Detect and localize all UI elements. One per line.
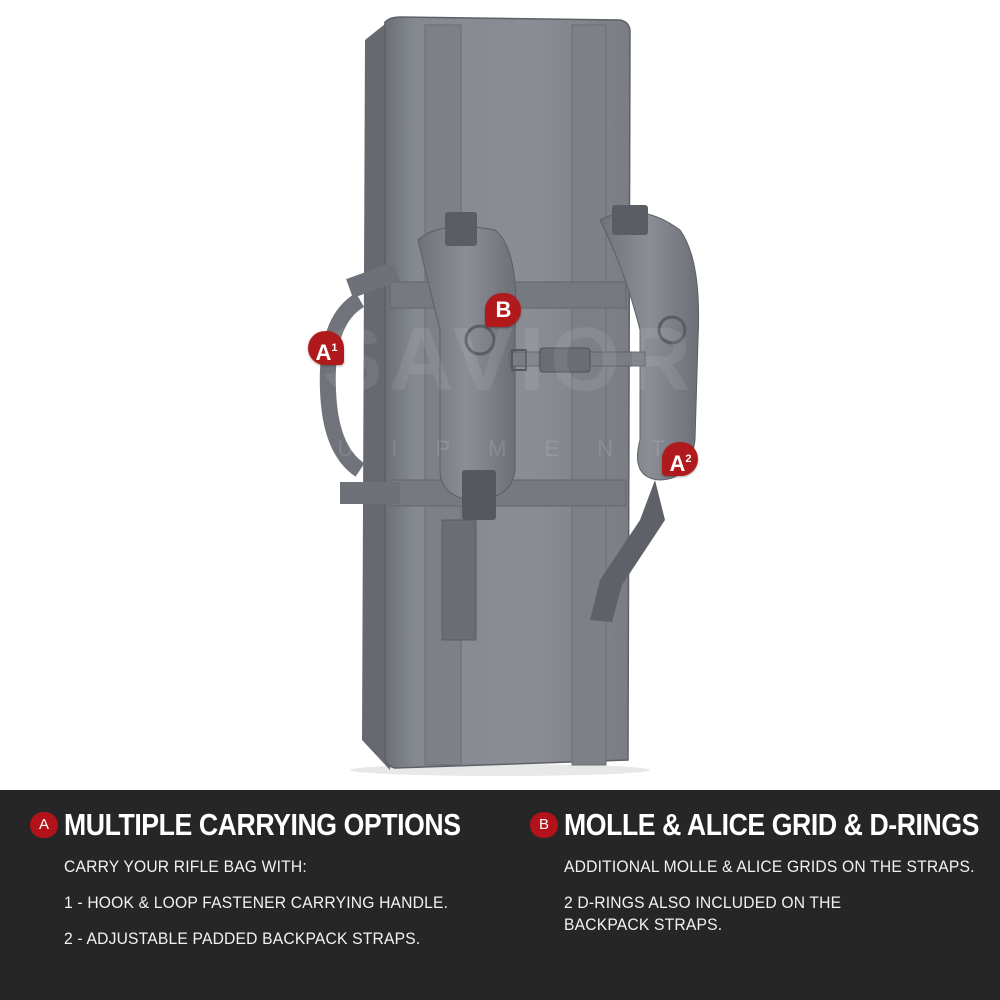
feature-line: 1 - HOOK & LOOP FASTENER CARRYING HANDLE… [64, 893, 449, 912]
callout-a2-marker: A2 [662, 442, 698, 476]
feature-panel: A MULTIPLE CARRYING OPTIONS CARRY YOUR R… [0, 790, 1000, 1000]
feature-line: CARRY YOUR RIFLE BAG WITH: [64, 857, 307, 876]
feature-badge-a: A [30, 812, 58, 838]
product-photo: SAVIOR UIPMENT B A1 A2 [308, 16, 703, 776]
feature-heading: A MULTIPLE CARRYING OPTIONS [30, 807, 525, 843]
feature-badge-b: B [530, 812, 558, 838]
feature-line: ADDITIONAL MOLLE & ALICE GRIDS ON THE ST… [564, 857, 975, 876]
callout-superscript: 2 [685, 453, 691, 465]
feature-title: MOLLE & ALICE GRID & D-RINGS [564, 807, 980, 842]
callout-superscript: 1 [331, 342, 337, 354]
svg-text:UIPMENT: UIPMENT [338, 436, 703, 461]
feature-line: 2 D-RINGS ALSO INCLUDED ON THE BACKPACK … [564, 893, 842, 934]
feature-description: ADDITIONAL MOLLE & ALICE GRIDS ON THE ST… [564, 856, 984, 950]
callout-label: A [669, 451, 685, 476]
callout-label: A [315, 340, 331, 365]
callout-label: B [495, 297, 512, 322]
callout-b-marker: B [485, 293, 521, 327]
feature-description: CARRY YOUR RIFLE BAG WITH: 1 - HOOK & LO… [64, 856, 484, 964]
feature-title: MULTIPLE CARRYING OPTIONS [64, 807, 461, 842]
feature-heading: B MOLLE & ALICE GRID & D-RINGS [530, 807, 1000, 843]
feature-line: 2 - ADJUSTABLE PADDED BACKPACK STRAPS. [64, 929, 421, 948]
rifle-bag-illustration: SAVIOR UIPMENT [319, 16, 703, 776]
callout-a1-marker: A1 [308, 331, 344, 365]
